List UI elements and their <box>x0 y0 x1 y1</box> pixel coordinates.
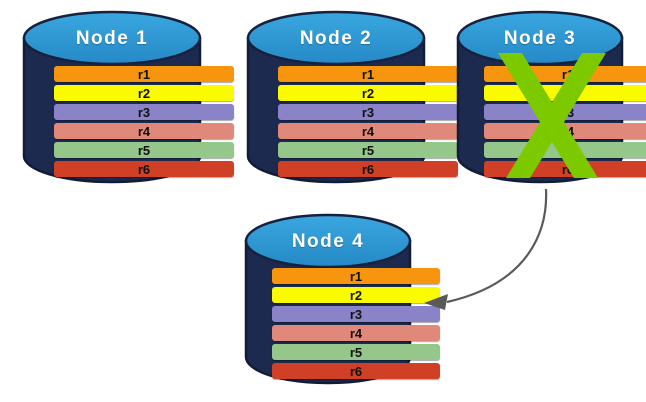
table-row[interactable]: r4 <box>54 123 234 139</box>
table-row[interactable]: r3 <box>278 104 458 120</box>
row-label: r4 <box>349 325 363 341</box>
node-2-rows: r1 r2 r3 r4 r5 r6 <box>246 66 490 180</box>
row-label: r2 <box>561 85 575 101</box>
table-row[interactable]: r1 <box>272 268 440 284</box>
table-row[interactable]: r1 <box>278 66 458 82</box>
row-label: r5 <box>361 142 375 158</box>
node-4-rows: r1 r2 r3 r4 r5 r6 <box>244 268 468 382</box>
row-label: r3 <box>561 104 575 120</box>
table-row[interactable]: r4 <box>272 325 440 341</box>
table-row[interactable]: r2 <box>272 287 440 303</box>
node-1-rows: r1 r2 r3 r4 r5 r6 <box>22 66 266 180</box>
node-3-rows: r1 r2 r3 r4 r5 r6 <box>456 66 646 180</box>
table-row[interactable]: r5 <box>484 142 646 158</box>
row-label: r1 <box>561 66 575 82</box>
node-4[interactable]: Node 4 r1 r2 r3 r4 r5 r6 <box>244 212 440 386</box>
row-label: r5 <box>561 142 575 158</box>
row-label: r3 <box>349 306 363 322</box>
row-label: r4 <box>561 123 575 139</box>
row-label: r3 <box>361 104 375 120</box>
table-row[interactable]: r4 <box>278 123 458 139</box>
table-row[interactable]: r5 <box>278 142 458 158</box>
row-label: r6 <box>561 161 575 177</box>
row-label: r1 <box>361 66 375 82</box>
node-1[interactable]: Node 1 r1 r2 r3 r4 r5 r6 <box>22 8 234 186</box>
table-row[interactable]: r2 <box>278 85 458 101</box>
node-2[interactable]: Node 2 r1 r2 r3 r4 r5 r6 <box>246 8 458 186</box>
node-3[interactable]: Node 3 r1 r2 r3 r4 r5 r6 <box>456 8 646 186</box>
row-label: r5 <box>137 142 151 158</box>
row-label: r3 <box>137 104 151 120</box>
table-row[interactable]: r6 <box>272 363 440 379</box>
row-label: r6 <box>361 161 375 177</box>
table-row[interactable]: r5 <box>54 142 234 158</box>
row-label: r4 <box>361 123 375 139</box>
table-row[interactable]: r6 <box>54 161 234 177</box>
table-row[interactable]: r2 <box>54 85 234 101</box>
row-label: r1 <box>137 66 151 82</box>
table-row[interactable]: r3 <box>484 104 646 120</box>
table-row[interactable]: r6 <box>484 161 646 177</box>
table-row[interactable]: r3 <box>54 104 234 120</box>
row-label: r2 <box>137 85 151 101</box>
table-row[interactable]: r1 <box>54 66 234 82</box>
row-label: r6 <box>349 363 363 379</box>
table-row[interactable]: r2 <box>484 85 646 101</box>
row-label: r2 <box>349 287 363 303</box>
table-row[interactable]: r6 <box>278 161 458 177</box>
row-label: r6 <box>137 161 151 177</box>
row-label: r4 <box>137 123 151 139</box>
row-label: r2 <box>361 85 375 101</box>
table-row[interactable]: r5 <box>272 344 440 360</box>
row-label: r1 <box>349 268 363 284</box>
table-row[interactable]: r1 <box>484 66 646 82</box>
table-row[interactable]: r4 <box>484 123 646 139</box>
table-row[interactable]: r3 <box>272 306 440 322</box>
row-label: r5 <box>349 344 363 360</box>
